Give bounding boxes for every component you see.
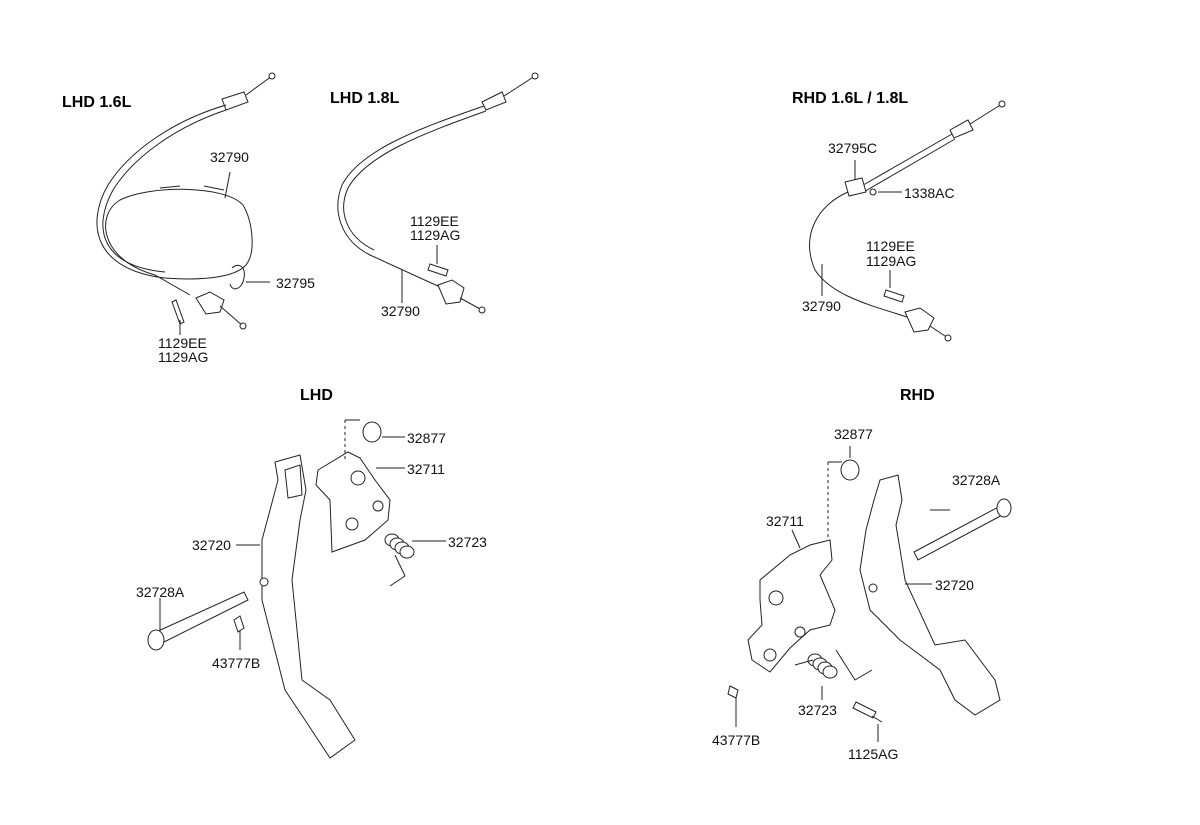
section-title-lhd16: LHD 1.6L — [62, 94, 132, 111]
part-label: 32728A — [952, 472, 1001, 488]
section-title-lhd18: LHD 1.8L — [330, 90, 400, 107]
part-label: 1338AC — [904, 185, 955, 201]
part-label: 32790 — [802, 298, 841, 314]
section-title-rhd1618: RHD 1.6L / 1.8L — [792, 90, 909, 107]
section-title-lhd: LHD — [300, 387, 333, 404]
lhd-pedal-assembly — [147, 419, 446, 759]
part-label: 32711 — [766, 513, 804, 529]
part-label: 32720 — [192, 537, 231, 553]
part-label: 1125AG — [848, 746, 899, 762]
lhd18-cable-assembly — [337, 72, 539, 314]
part-label: 32711 — [407, 461, 445, 477]
rhd-pedal-assembly — [727, 446, 1012, 742]
part-label: 32720 — [935, 577, 974, 593]
part-label: 1129EE — [158, 335, 207, 351]
part-label: 32795C — [828, 140, 878, 156]
section-title-rhd: RHD — [900, 387, 935, 404]
part-label: 43777B — [212, 655, 261, 671]
rhd-cable-assembly — [809, 100, 1006, 342]
part-label: 32790 — [210, 149, 249, 165]
lhd-spring — [384, 533, 415, 587]
part-label: 1129AG — [158, 349, 209, 365]
rhd-spring — [794, 649, 873, 681]
lhd16-cable-assembly — [96, 72, 276, 335]
part-label: 43777B — [712, 732, 761, 748]
part-label: 1129AG — [410, 227, 461, 243]
part-label: 32728A — [136, 584, 185, 600]
part-label: 1129AG — [866, 253, 917, 269]
part-label: 32877 — [834, 426, 873, 442]
part-label: 1129EE — [410, 213, 459, 229]
part-label: 32723 — [448, 534, 487, 550]
part-label: 32723 — [798, 702, 837, 718]
part-label: 32790 — [381, 303, 420, 319]
part-label: 32795 — [276, 275, 315, 291]
part-label: 1129EE — [866, 238, 915, 254]
part-label: 32877 — [407, 430, 446, 446]
